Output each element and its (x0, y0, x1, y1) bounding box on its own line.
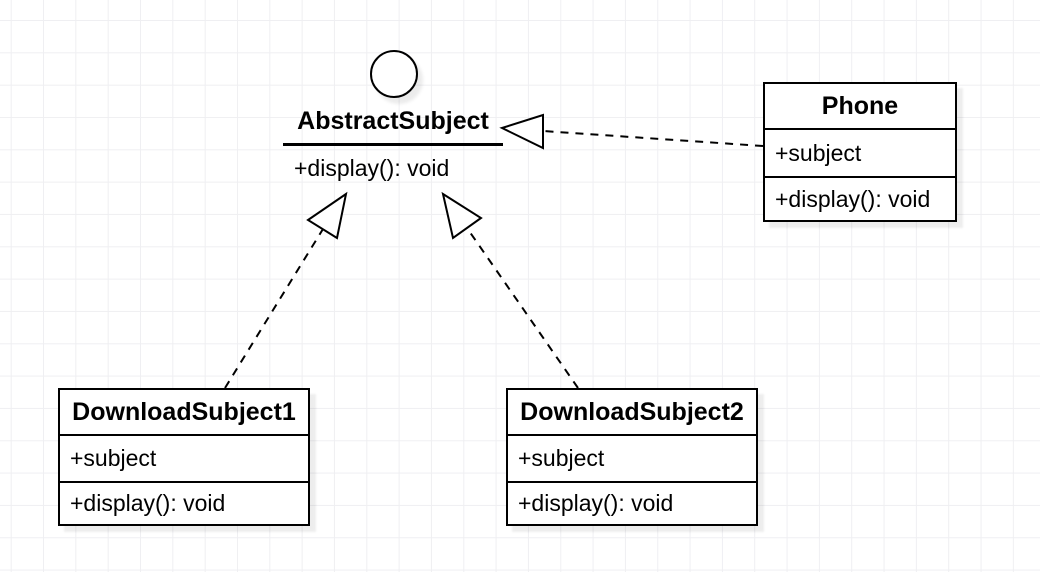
class-title: Phone (765, 84, 955, 130)
realization-line-downloadsubject2[interactable] (466, 227, 579, 389)
realization-line-downloadsubject1[interactable] (224, 228, 324, 389)
class-box-downloadsubject1[interactable]: DownloadSubject1 +subject +display(): vo… (58, 388, 310, 526)
class-title: DownloadSubject1 (60, 390, 308, 436)
hollow-triangle-arrowhead-right (441, 191, 483, 240)
realization-line-phone[interactable] (542, 130, 764, 147)
class-attribute: +subject (518, 445, 605, 471)
interface-name-underline (283, 143, 503, 146)
class-attribute: +subject (70, 445, 157, 471)
class-box-downloadsubject2[interactable]: DownloadSubject2 +subject +display(): vo… (506, 388, 758, 526)
class-attribute: +subject (775, 139, 862, 166)
hollow-triangle-arrowhead-left (306, 191, 348, 240)
class-method: +display(): void (60, 481, 308, 524)
interface-name[interactable]: AbstractSubject (297, 107, 489, 135)
class-method: +display(): void (765, 176, 955, 220)
interface-lollipop-circle[interactable] (370, 50, 418, 98)
hollow-triangle-arrowhead-phone (499, 113, 544, 150)
interface-method: +display(): void (294, 155, 450, 181)
class-box-phone[interactable]: Phone +subject +display(): void (763, 82, 957, 222)
class-title: DownloadSubject2 (508, 390, 756, 436)
class-method: +display(): void (508, 481, 756, 524)
